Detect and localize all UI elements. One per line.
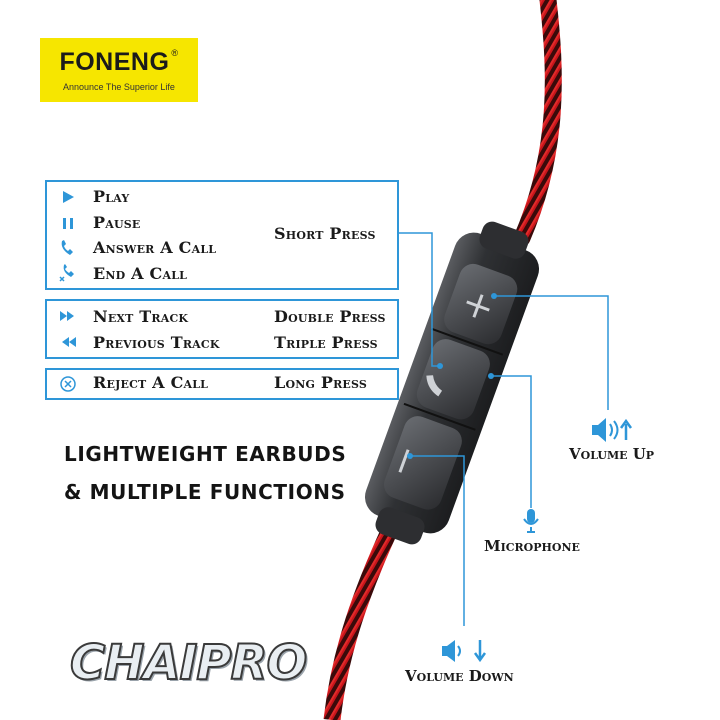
long-press-panel: Reject A Call Long Press bbox=[45, 368, 399, 400]
speaker-down-icon bbox=[442, 640, 487, 663]
double-press-label: Double Press bbox=[274, 307, 386, 326]
play-icon bbox=[63, 191, 74, 203]
callout-lines bbox=[398, 232, 609, 626]
cable-upper bbox=[513, 0, 562, 247]
volume-up-label: Volume Up bbox=[569, 445, 655, 463]
headline-line-2: & MULTIPLE FUNCTIONS bbox=[64, 480, 346, 504]
phone-icon bbox=[426, 375, 443, 397]
multi-press-panel: Next Track Double Press Previous Track T… bbox=[45, 299, 399, 359]
pause-label: Pause bbox=[93, 213, 141, 232]
play-label: Play bbox=[93, 187, 130, 206]
speaker-up-icon bbox=[592, 418, 633, 442]
minus-icon bbox=[398, 449, 410, 473]
end-call-label: End A Call bbox=[93, 264, 188, 283]
reject-call-label: Reject A Call bbox=[93, 373, 209, 392]
microphone-icon bbox=[523, 509, 539, 533]
next-track-label: Next Track bbox=[93, 307, 189, 326]
plus-icon bbox=[466, 294, 490, 318]
previous-track-label: Previous Track bbox=[93, 333, 220, 352]
microphone-label: Microphone bbox=[484, 537, 580, 555]
phone-end-icon bbox=[59, 264, 74, 282]
short-press-label: Short Press bbox=[274, 224, 376, 243]
long-press-label: Long Press bbox=[274, 373, 368, 392]
pause-icon bbox=[63, 218, 73, 229]
brand-tagline: Announce The Superior Life bbox=[63, 82, 175, 92]
next-track-icon bbox=[60, 311, 74, 321]
watermark-logo: CHAIPRO bbox=[69, 634, 308, 692]
brand-logo: FONENG® Announce The Superior Life bbox=[40, 38, 198, 102]
phone-answer-icon bbox=[61, 240, 73, 255]
volume-down-label: Volume Down bbox=[405, 667, 514, 685]
cable-lower bbox=[323, 521, 400, 720]
previous-track-icon bbox=[62, 337, 76, 347]
reject-call-icon bbox=[60, 376, 76, 392]
headline-line-1: LIGHTWEIGHT EARBUDS bbox=[64, 442, 347, 466]
brand-name: FONENG® bbox=[59, 48, 179, 76]
short-press-panel: Play Pause Answer A Call End A Call Shor… bbox=[45, 180, 399, 290]
answer-call-label: Answer A Call bbox=[93, 238, 217, 257]
triple-press-label: Triple Press bbox=[274, 333, 378, 352]
